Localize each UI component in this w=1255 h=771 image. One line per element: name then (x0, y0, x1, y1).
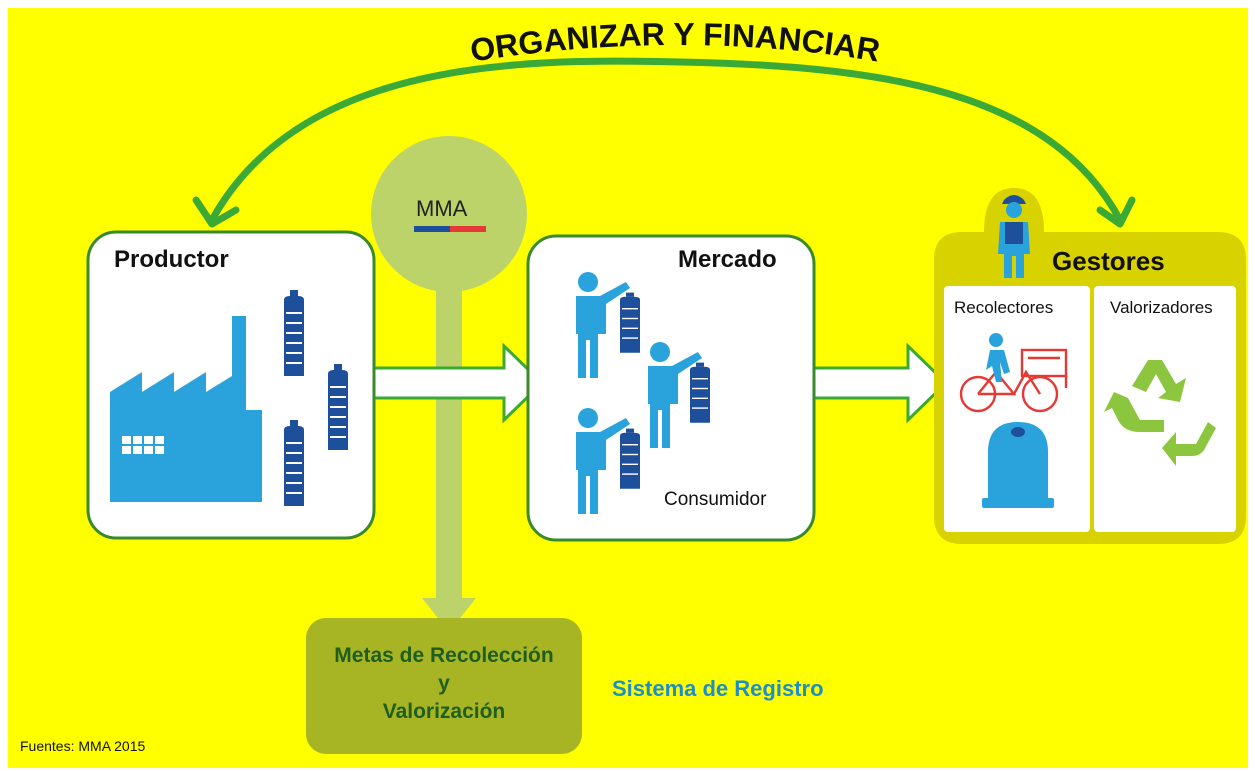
person-icon (576, 408, 630, 514)
valorizadores-label: Valorizadores (1110, 298, 1213, 317)
bottle-icon (284, 420, 304, 506)
cyclist-icon (986, 333, 1010, 382)
bottle-icon (284, 290, 304, 376)
person-icon (648, 342, 702, 448)
flow-arrow-mercado-gestores (810, 342, 949, 424)
factory-icon (110, 316, 262, 502)
productor-title: Productor (114, 246, 229, 273)
worker-icon (998, 195, 1030, 278)
mercado-title: Mercado (678, 246, 777, 273)
metas-box (306, 618, 582, 754)
source-label: Fuentes: MMA 2015 (20, 738, 146, 754)
bottle-icon (690, 362, 710, 423)
person-icon (576, 272, 630, 378)
metas-label: Metas de Recolección y Valorización (308, 642, 580, 726)
bottle-icon (620, 292, 640, 353)
consumidor-label: Consumidor (664, 489, 767, 510)
metas-line-1: Metas de Recolección (334, 644, 554, 667)
mma-pillar (371, 136, 527, 632)
recycle-icon (1104, 360, 1216, 466)
bicycle-cart-icon (959, 348, 1068, 413)
organizar-arc-arrow (192, 57, 1136, 228)
gestores-title: Gestores (1052, 246, 1165, 276)
mma-label: MMA (416, 196, 468, 221)
bottle-icon (620, 428, 640, 489)
sistema-registro-label: Sistema de Registro (612, 676, 824, 701)
recycling-bin-icon (982, 422, 1054, 508)
metas-line-2: y (438, 672, 450, 695)
metas-line-3: Valorización (382, 700, 506, 723)
flow-arrow-productor-mercado (370, 342, 545, 424)
gestores-panel (934, 188, 1246, 544)
bottle-icon (328, 364, 348, 450)
recolectores-label: Recolectores (954, 298, 1054, 317)
